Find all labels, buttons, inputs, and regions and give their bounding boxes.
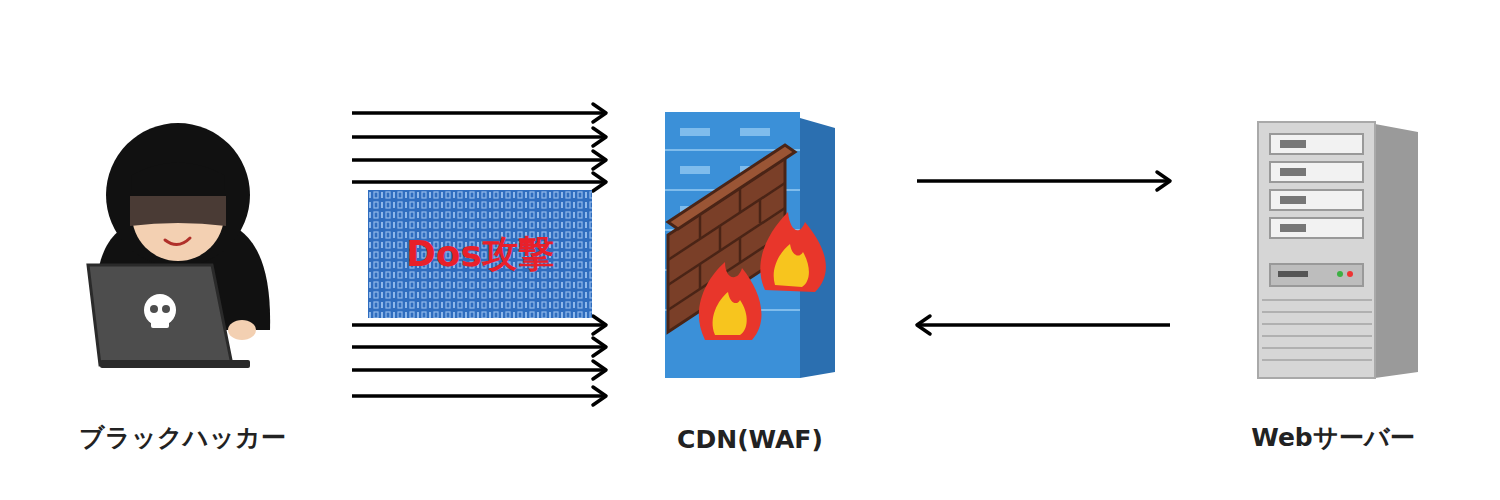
server-node: CDN(WAF) — [606, 100, 894, 462]
arrow-connector — [352, 361, 606, 379]
arrow-connector — [352, 338, 606, 356]
actor-node: ブラックハッカー — [20, 100, 345, 462]
hacker-figure — [88, 123, 270, 368]
server-node: Webサーバー — [1170, 100, 1496, 462]
arrow-connector — [352, 173, 606, 191]
attack-label: Dos攻撃 — [406, 230, 554, 279]
arrow-connector — [917, 172, 1170, 190]
arrow-connector — [352, 387, 606, 405]
arrow-connector — [352, 128, 606, 146]
node-label: Webサーバー — [1251, 421, 1415, 462]
arrow-connector — [917, 316, 1170, 334]
node-label: CDN(WAF) — [677, 425, 823, 462]
node-label: ブラックハッカー — [79, 421, 286, 462]
cdn-waf-server — [665, 112, 835, 378]
arrow-connector — [352, 104, 606, 122]
web-server — [1258, 122, 1418, 378]
arrow-connector — [352, 316, 606, 334]
attack-box: Dos攻撃 — [368, 190, 592, 318]
arrow-connector — [352, 151, 606, 169]
